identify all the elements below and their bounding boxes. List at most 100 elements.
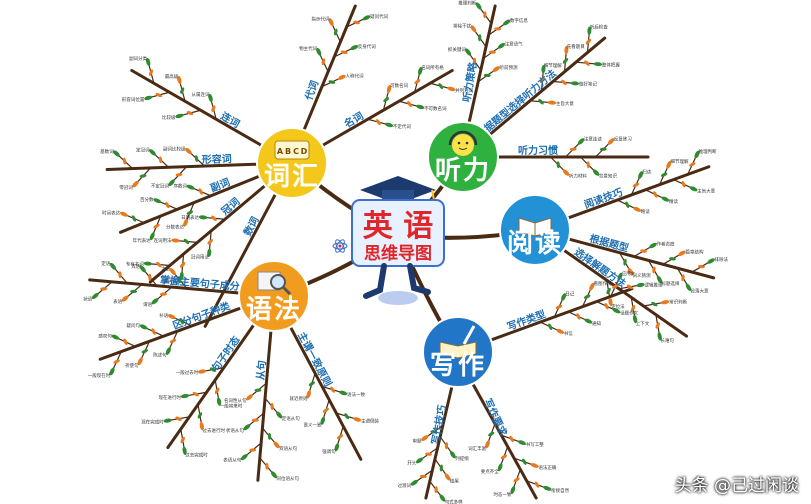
leaf-shape (350, 45, 359, 51)
leaf-shape (632, 314, 638, 324)
leaf-shape (418, 66, 423, 76)
leaf-label: 词汇丰富 (468, 445, 486, 452)
leaf-shape (444, 473, 451, 481)
leaf-shape (607, 138, 615, 145)
svg-text:B: B (285, 147, 291, 156)
leaf-shape (681, 180, 686, 188)
leaf-shape (167, 314, 176, 320)
leaf-shape (192, 391, 199, 397)
leaf-label: 反复练习 (614, 136, 632, 143)
leaf-shape (199, 422, 204, 431)
leaf-shape (669, 257, 676, 261)
leaf-shape (577, 138, 585, 145)
leaf-label: 上下文 (636, 320, 650, 327)
leaf-label: 宾语从句 (279, 445, 297, 452)
center-title: 英 语 (363, 209, 433, 244)
leaf-shape (421, 435, 429, 442)
leaf-shape (118, 271, 122, 279)
leaf-shape (538, 98, 544, 105)
leaf-shape (180, 436, 185, 444)
leaf-label: 表语 (113, 298, 122, 305)
leaf-label: 主语 (161, 265, 170, 272)
leaf-shape (270, 403, 274, 411)
leaf-label: 序数词 (173, 183, 187, 190)
leaf-shape (534, 481, 540, 488)
leaf-shape (488, 50, 496, 54)
leaf-shape (243, 424, 251, 431)
leaf-shape (449, 451, 456, 459)
leaf-label: 书写工整 (526, 441, 544, 448)
leaf-label: 先看题目 (567, 43, 585, 50)
leaf-shape (353, 417, 362, 422)
leaf-shape (539, 77, 546, 83)
leaf-label: 注意连读 (584, 136, 602, 143)
leaf-shape (207, 248, 212, 257)
leaf-shape (168, 179, 175, 187)
leaf-label: 人称代词 (345, 73, 363, 80)
branch-label: 写作类型 (505, 307, 547, 333)
leaf-label: 衔接自然 (551, 487, 569, 494)
leaf-shape (561, 79, 567, 86)
leaf-label: 主旨大意 (697, 188, 715, 195)
leaf-shape (211, 215, 217, 222)
leaf-shape (517, 440, 526, 446)
leaf-label: 形容词位置 (122, 96, 145, 103)
leaf-label: 意义一致 (304, 422, 322, 429)
leaf-label: 书信 (564, 330, 573, 337)
leaf-shape (163, 418, 172, 423)
leaf-shape (119, 211, 128, 217)
leaf-label: 连词用法 (153, 237, 171, 244)
leaf-shape (472, 57, 477, 65)
leaf-shape (320, 416, 326, 425)
leaf-shape (444, 442, 449, 450)
leaf-label: 推理判断 (699, 148, 717, 155)
hub-listening: 听力 (427, 121, 499, 193)
leaf-label: 通知 (592, 320, 601, 327)
leaf-shape (169, 268, 176, 275)
branch-trunk (489, 287, 634, 342)
leaf-shape (130, 289, 138, 294)
leaf-shape (606, 287, 611, 295)
leaf-label: 句式多样 (445, 498, 463, 504)
branch-label: 名词 (342, 109, 366, 130)
leaf-label: 比较级 (162, 114, 176, 121)
branch-trunk (203, 192, 278, 328)
hub-grammar: 语法 (238, 260, 310, 332)
leaf-shape (383, 97, 390, 103)
leaf-shape (576, 313, 581, 320)
branch-label: 听力习惯 (518, 144, 558, 157)
leaf-label: 不可数名词 (424, 105, 447, 112)
leaf-shape (689, 162, 696, 167)
leaf-shape (584, 60, 590, 66)
leaf-shape (175, 416, 182, 421)
leaf-label: 就近原则 (289, 395, 307, 402)
leaf-shape (340, 50, 348, 55)
leaf-shape (651, 301, 658, 307)
leaf-shape (623, 258, 627, 266)
leaf-shape (149, 232, 155, 241)
branch-label: 连词 (218, 109, 242, 130)
leaf-label: 陈述句 (153, 352, 167, 359)
leaf-shape (698, 264, 705, 269)
leaf-shape (475, 2, 482, 10)
leaf-label: 副词比较级 (163, 145, 186, 152)
leaf-shape (209, 367, 217, 372)
leaf-shape (685, 283, 692, 292)
leaf-shape (492, 66, 500, 73)
leaf-shape (149, 149, 156, 156)
watermark: 头条 @己过闲谈 (674, 476, 799, 496)
leaf-shape (182, 446, 187, 455)
leaf-shape (139, 324, 148, 330)
leaf-shape (121, 295, 129, 302)
leaf-label: 过渡词 (398, 482, 412, 489)
leaf-shape (503, 19, 511, 26)
branch-trunk (88, 278, 241, 295)
leaf-shape (694, 150, 700, 159)
leaf-label: 段落大意 (690, 288, 708, 295)
leaf-shape (564, 45, 569, 55)
leaf-label: 可数名词 (390, 82, 408, 89)
leaf-label: 不定冠词 (151, 183, 169, 190)
leaf-shape (638, 171, 644, 179)
leaf-label: 常识判断 (669, 298, 687, 305)
